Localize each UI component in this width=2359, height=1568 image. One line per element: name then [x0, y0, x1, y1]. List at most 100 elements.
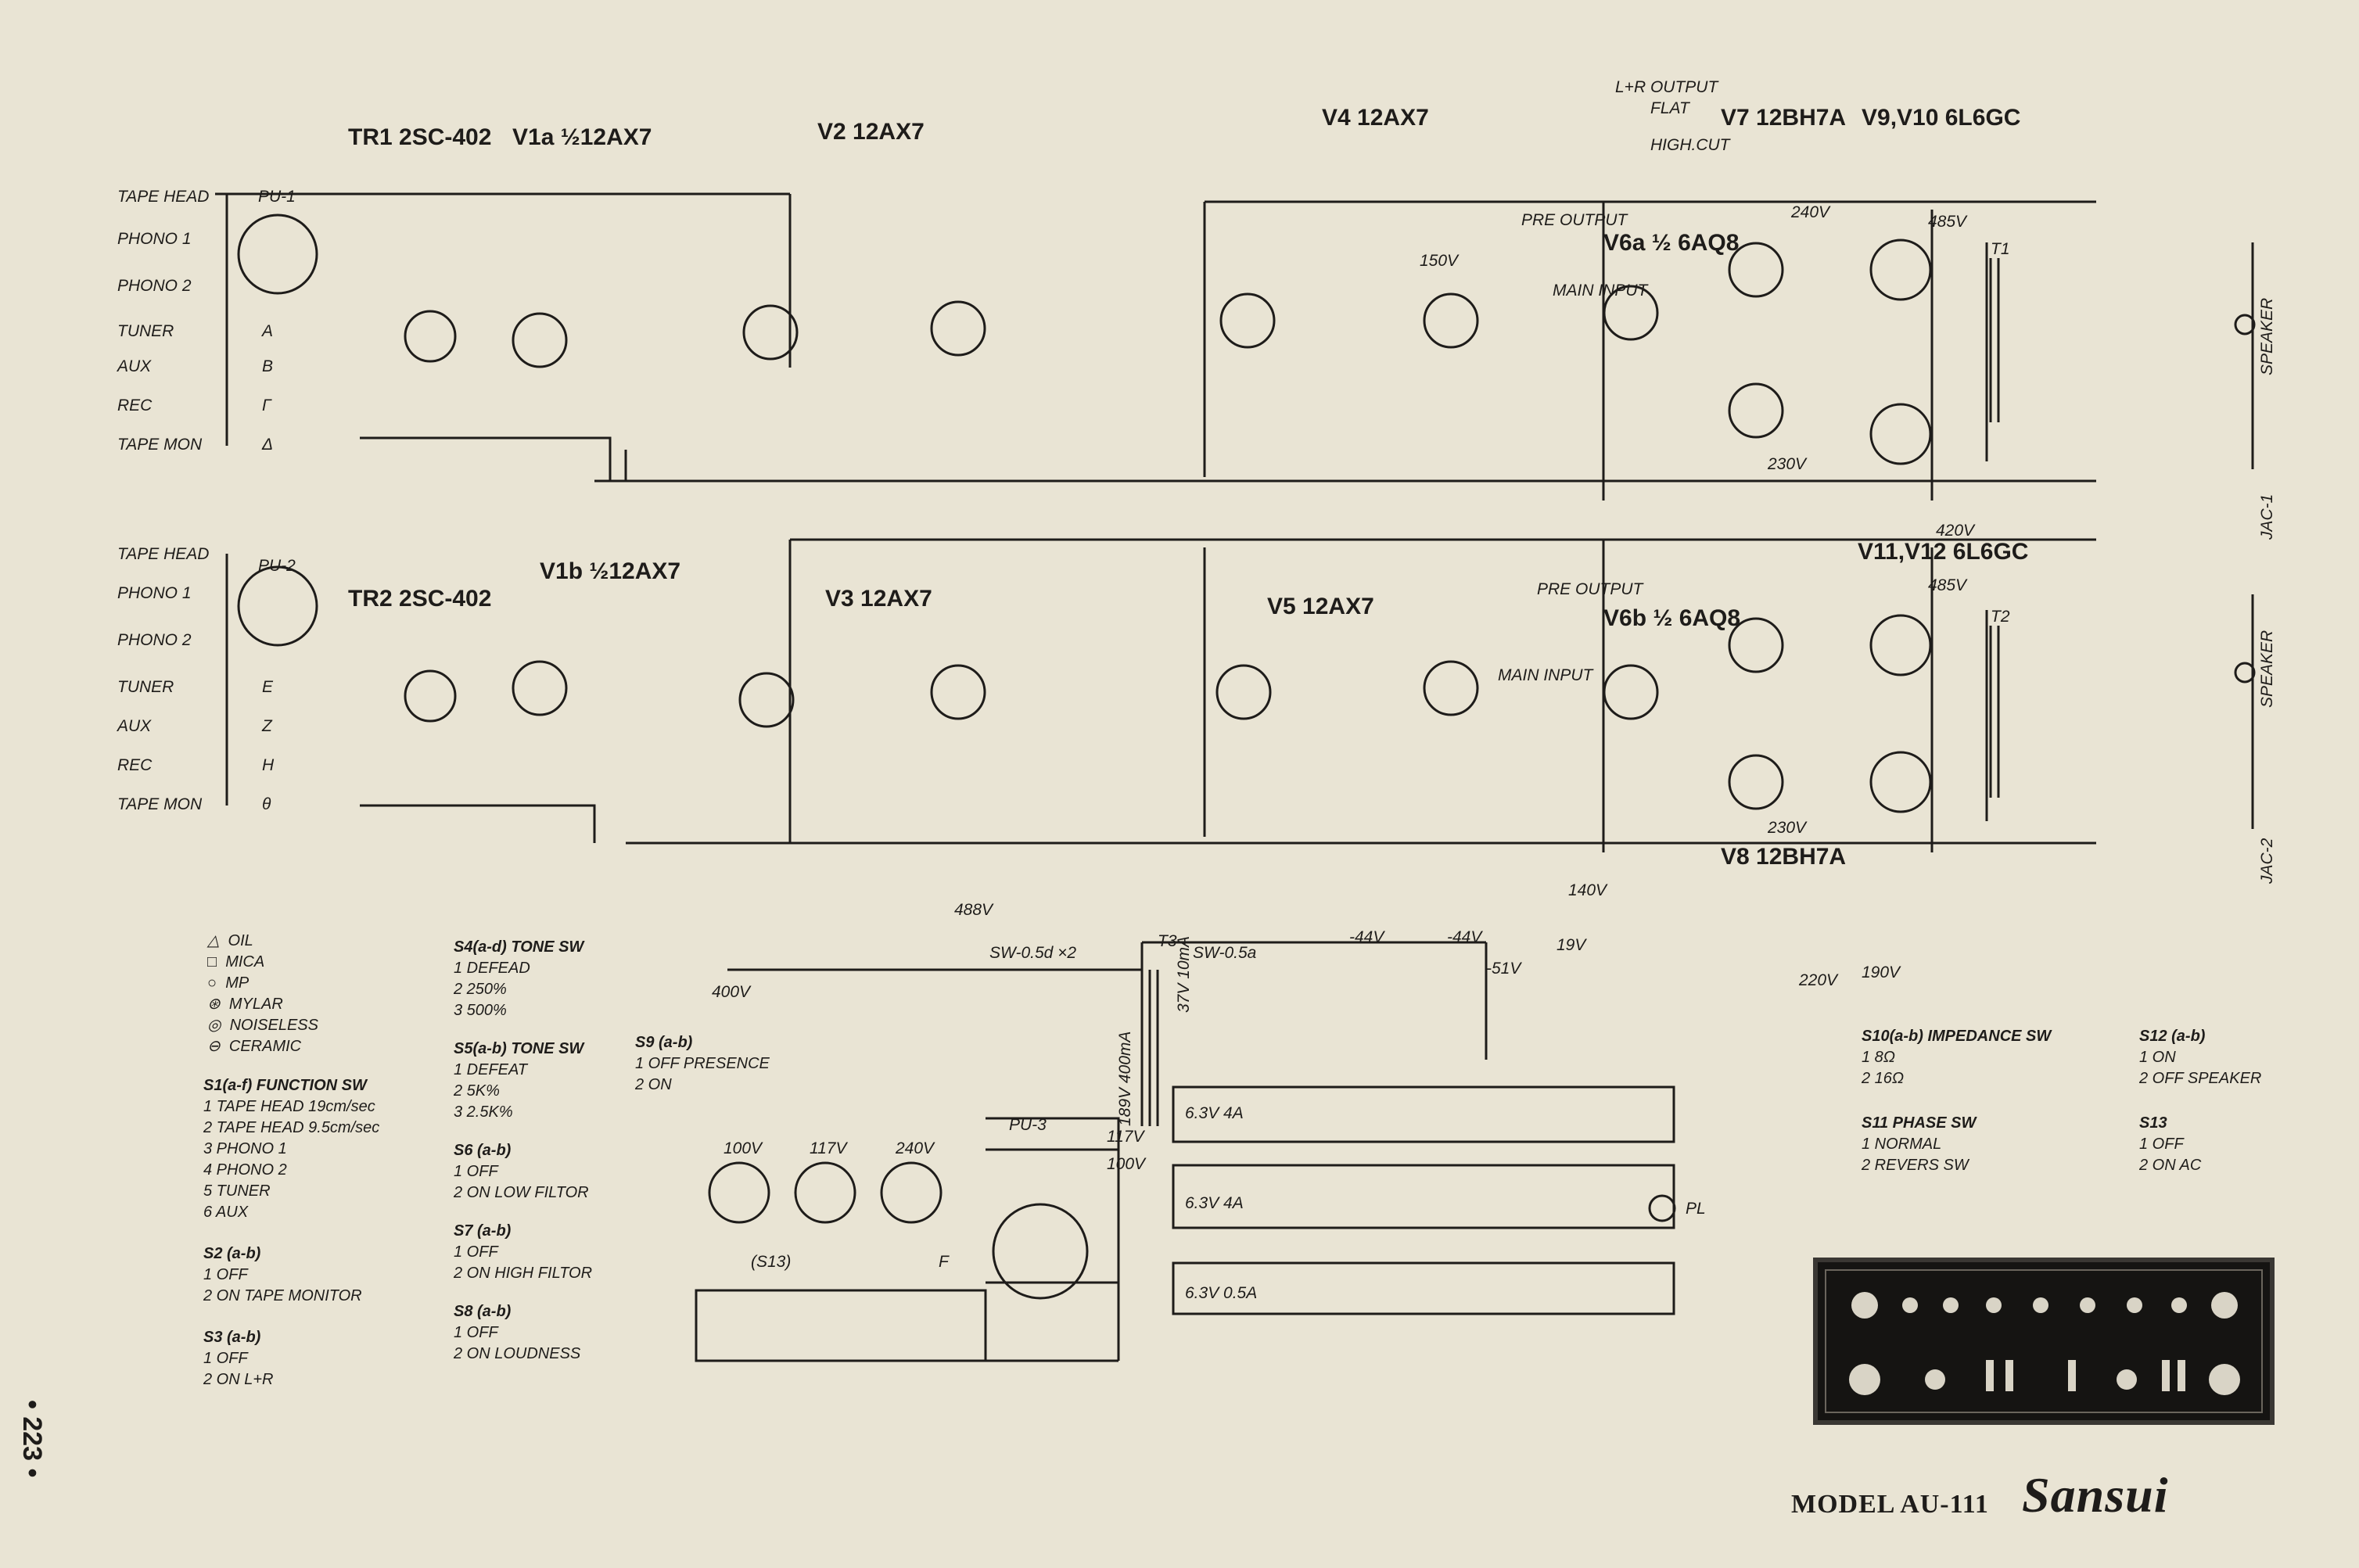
output-speaker-2: SPEAKER: [2258, 630, 2276, 708]
voltage-minus44v-1: -44V: [1349, 928, 1385, 946]
voltage-485v-1: 485V: [1928, 213, 1968, 231]
switch-icon: [2162, 1360, 2170, 1391]
voltage-19v: 19V: [1557, 936, 1587, 954]
switch-title: S3 (a-b): [203, 1329, 261, 1346]
switch-item: 2 ON LOUDNESS: [454, 1345, 581, 1362]
output-pre-2: PRE OUTPUT: [1537, 580, 1645, 598]
switch-item: 1 TAPE HEAD 19cm/sec: [203, 1098, 375, 1115]
switch-icon: [2178, 1360, 2185, 1391]
front-panel-drawing: [1825, 1269, 2263, 1413]
switch-item: 2 5K%: [454, 1082, 500, 1100]
socket-100v: [708, 1161, 770, 1224]
switch-item: 1 NORMAL: [1862, 1136, 1942, 1153]
label-v7: V7 12BH7A: [1721, 105, 1846, 131]
transformers: [1148, 258, 2000, 1126]
tube-v6b: [1603, 664, 1659, 720]
legend-item: △ OIL: [207, 932, 253, 949]
switch-title: S2 (a-b): [203, 1245, 261, 1262]
switch-legend-col3: S9 (a-b) 1 OFF PRESENCE 2 ON: [635, 1032, 770, 1096]
input-aux-1: AUX: [116, 357, 152, 375]
voltage-6v3-4a-1: 6.3V 4A: [1185, 1104, 1244, 1122]
mains-117v: 117V: [810, 1139, 848, 1157]
switch-title: S9 (a-b): [635, 1034, 693, 1051]
label-v1a: V1a ½12AX7: [512, 124, 652, 150]
mains-100v: 100V: [723, 1139, 763, 1157]
legend-item: ⊖ CERAMIC: [207, 1038, 302, 1055]
voltage-485v-2: 485V: [1928, 576, 1968, 594]
tube-v11: [1869, 614, 1932, 676]
switch-title: S8 (a-b): [454, 1303, 512, 1320]
tube-v1b: [512, 660, 568, 716]
label-pu1: PU-1: [258, 188, 296, 206]
knob-icon: [2033, 1297, 2048, 1313]
switch-icon: [2068, 1360, 2076, 1391]
legend-item: ○ MP: [207, 974, 250, 992]
model-label: MODEL AU-111: [1791, 1490, 1989, 1519]
socket-117v: [794, 1161, 856, 1224]
socket-pu2: [237, 565, 318, 647]
input-main-1: MAIN INPUT: [1553, 282, 1650, 300]
tube-v9: [1869, 239, 1932, 301]
switch-item: 5 TUNER: [203, 1182, 271, 1200]
label-v4: V4 12AX7: [1322, 105, 1429, 131]
output-pre-1: PRE OUTPUT: [1521, 211, 1629, 229]
tube-v7a: [1728, 242, 1784, 298]
socket-pu3: [992, 1203, 1089, 1300]
input-rec-1: REC: [117, 396, 153, 414]
voltage-37v: 37V 10mA: [1175, 936, 1193, 1013]
switch-item: 2 ON HIGH FILTOR: [454, 1265, 593, 1282]
switch-title: S7 (a-b): [454, 1222, 512, 1240]
input-tuner-2: TUNER: [117, 678, 174, 696]
output-lr: L+R OUTPUT: [1615, 78, 1719, 96]
part-pilot-lamp: PL: [1686, 1200, 1706, 1218]
label-v6b: V6b ½ 6AQ8: [1603, 605, 1740, 631]
front-panel-photo: [1813, 1258, 2275, 1425]
switch-item: 1 OFF: [454, 1243, 498, 1261]
output-jac1: JAC-1: [2258, 494, 2276, 540]
switch-item: 2 250%: [454, 981, 507, 998]
tube-v6a: [1603, 285, 1659, 341]
node-a: A: [260, 322, 273, 340]
switch-title: S1(a-f) FUNCTION SW: [203, 1077, 367, 1094]
tube-v3b: [930, 664, 986, 720]
input-phono2-2: PHONO 2: [117, 631, 192, 649]
tube-v8a: [1728, 617, 1784, 673]
label-v11-v12: V11,V12 6L6GC: [1858, 539, 2028, 565]
switch-item: 1 OFF: [454, 1324, 498, 1341]
label-v2: V2 12AX7: [817, 119, 925, 145]
switch-item: 1 OFF: [203, 1266, 248, 1283]
page-number: • 223 •: [17, 1400, 47, 1478]
tube-v5a: [1215, 664, 1272, 720]
knob-icon: [2171, 1297, 2187, 1313]
voltage-488v: 488V: [954, 901, 994, 919]
switch-item: 3 500%: [454, 1002, 507, 1019]
knob-icon: [2080, 1297, 2095, 1313]
switch-item: 1 ON: [2139, 1049, 2176, 1066]
label-v5: V5 12AX7: [1267, 594, 1374, 619]
switch-item: 1 OFF: [454, 1163, 498, 1180]
switch-item: 3 2.5K%: [454, 1103, 513, 1121]
part-sw-05d: SW-0.5d ×2: [989, 944, 1076, 962]
input-rec-2: REC: [117, 756, 153, 774]
voltage-240v: 240V: [1790, 203, 1831, 221]
switch-item: 2 REVERS SW: [1862, 1157, 1969, 1174]
knob-icon: [1986, 1297, 2002, 1313]
output-speaker-1: SPEAKER: [2258, 298, 2276, 375]
schematic-labels: TR1 2SC-402 TR2 2SC-402 V1a ½12AX7 V1b ½…: [116, 78, 2276, 1302]
switch-title: S13: [2139, 1114, 2167, 1132]
tube-v10: [1869, 403, 1932, 465]
input-tuner-1: TUNER: [117, 322, 174, 340]
switch-item: 2 ON: [635, 1076, 672, 1093]
input-aux-2: AUX: [116, 717, 152, 735]
tube-v1a: [512, 312, 568, 368]
switch-item: 2 ON LOW FILTOR: [454, 1184, 589, 1201]
switch-legend-col1: S1(a-f) FUNCTION SW 1 TAPE HEAD 19cm/sec…: [203, 1075, 379, 1390]
part-t1: T1: [1991, 240, 2010, 258]
socket-240v: [880, 1161, 943, 1224]
tube-v7b: [1728, 382, 1784, 439]
switch-title: S6 (a-b): [454, 1142, 512, 1159]
part-t3: T3: [1158, 932, 1177, 950]
switch-title: S4(a-d) TONE SW: [454, 938, 584, 956]
output-jac2: JAC-2: [2258, 838, 2276, 884]
